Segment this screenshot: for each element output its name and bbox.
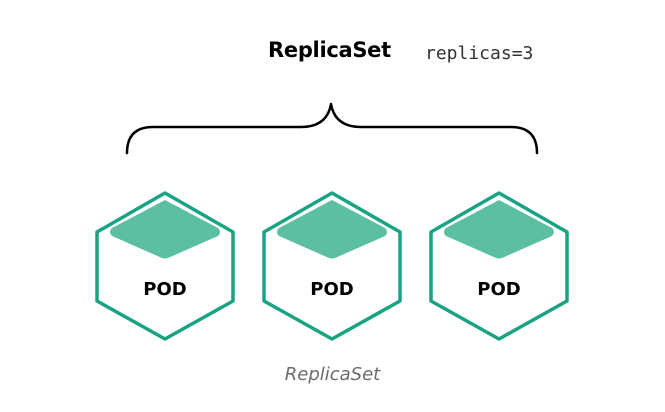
pod-3-label: POD bbox=[477, 279, 521, 300]
pod-2-label: POD bbox=[310, 279, 354, 300]
pod-2-cube-top bbox=[277, 200, 387, 259]
replicaset-title: ReplicaSet bbox=[268, 38, 391, 62]
pod-2 bbox=[262, 191, 402, 341]
pod-1-cube-top bbox=[110, 200, 220, 259]
diagram-caption: ReplicaSet bbox=[284, 364, 381, 385]
pod-1 bbox=[95, 191, 235, 341]
replicas-count-label: replicas=3 bbox=[425, 43, 534, 64]
pod-3 bbox=[429, 191, 569, 341]
pod-3-cube-top bbox=[444, 200, 554, 259]
pod-1-label: POD bbox=[143, 279, 187, 300]
grouping-brace bbox=[125, 102, 539, 155]
